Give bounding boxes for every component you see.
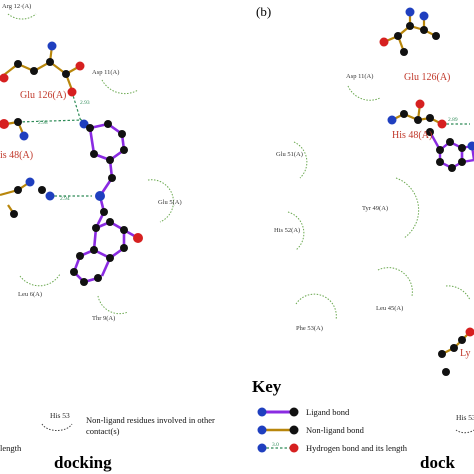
key-title: Key xyxy=(252,377,282,396)
label-asp11-left: Asp 11(A) xyxy=(92,69,119,76)
label-glu51: Glu 51(A) xyxy=(276,151,303,158)
left-hbond-length-1: 2.93 xyxy=(80,100,90,106)
left-panel: 2.93 2.98 2.94 xyxy=(0,3,182,322)
arc-arg12 xyxy=(7,13,37,20)
label-glu5: Glu 5(A) xyxy=(158,199,182,206)
left-hbond-length-2: 2.98 xyxy=(38,120,48,126)
key-ligand-bond-label: Ligand bond xyxy=(306,407,350,417)
label-arg12: Arg 12·(A) xyxy=(2,3,31,10)
label-leu45: Leu 45(A) xyxy=(376,305,403,312)
caption-left: docking xyxy=(54,453,112,472)
arc-asp11-right xyxy=(347,85,381,101)
right-atoms xyxy=(379,7,474,376)
arc-leu6 xyxy=(19,273,61,287)
key-non-ligand-bond-sample xyxy=(257,425,299,435)
key-nonligand-residue-line1: Non-ligand residues involved in other xyxy=(86,415,215,425)
arc-lys-right xyxy=(445,285,471,301)
key-nonligand-residue-tag: His 53 xyxy=(50,411,70,420)
right-non-ligand-bonds xyxy=(383,12,471,355)
label-glu126-left: Glu 126(A) xyxy=(20,90,66,101)
arc-glu5 xyxy=(147,179,174,223)
label-thr9: Thr 9(A) xyxy=(92,315,115,322)
label-tyr49: Tyr 49(A) xyxy=(362,205,388,212)
arc-leu45 xyxy=(377,267,413,297)
key-hbond-value: 3.0 xyxy=(272,442,279,448)
arc-phe53 xyxy=(295,293,337,321)
key-nonligand-residue-line2: contact(s) xyxy=(86,426,120,436)
left-residue-arcs xyxy=(7,13,174,315)
arc-asp11 xyxy=(101,79,139,95)
label-leu6: Leu 6(A) xyxy=(18,291,42,298)
label-his48-right: His 48(A) xyxy=(392,130,432,141)
right-hbond-length-1: 2.89 xyxy=(448,117,458,123)
arc-thr9 xyxy=(97,295,129,315)
label-his52: His 52(A) xyxy=(274,227,300,234)
left-hbond-length-3: 2.94 xyxy=(60,196,70,202)
key-nonligand-residue-sample: His 53 xyxy=(41,411,73,432)
label-phe53: Phe 53(A) xyxy=(296,325,323,332)
left-atoms xyxy=(0,41,143,286)
right-residue-arcs xyxy=(287,85,471,321)
label-his48-left: is 48(A) xyxy=(0,150,33,161)
arc-glu51 xyxy=(293,141,308,179)
left-length-fragment: length xyxy=(0,443,22,453)
left-ligand-bonds xyxy=(72,122,139,284)
label-asp11-right: Asp 11(A) xyxy=(346,73,373,80)
caption-right: dock xyxy=(420,453,456,472)
key-right-partial-tag: His 53 xyxy=(456,413,474,422)
key-legend: Key Ligand bond Non-ligand bond 3.0 Hydr… xyxy=(41,377,474,453)
key-right-partial-residue: His 53 xyxy=(455,413,474,434)
right-panel: (b) 2.89 xyxy=(256,4,474,376)
panel-b-tag: (b) xyxy=(256,4,271,19)
left-hydrogen-bonds xyxy=(17,91,92,197)
key-non-ligand-bond-label: Non-ligand bond xyxy=(306,425,365,435)
key-ligand-bond-sample xyxy=(257,407,299,417)
key-hydrogen-bond-sample: 3.0 xyxy=(257,442,299,453)
arc-tyr49 xyxy=(395,177,420,239)
label-lys-right: Ly xyxy=(460,348,471,359)
key-hydrogen-bond-label: Hydrogen bond and its length xyxy=(306,443,408,453)
label-glu126-right: Glu 126(A) xyxy=(404,72,450,83)
